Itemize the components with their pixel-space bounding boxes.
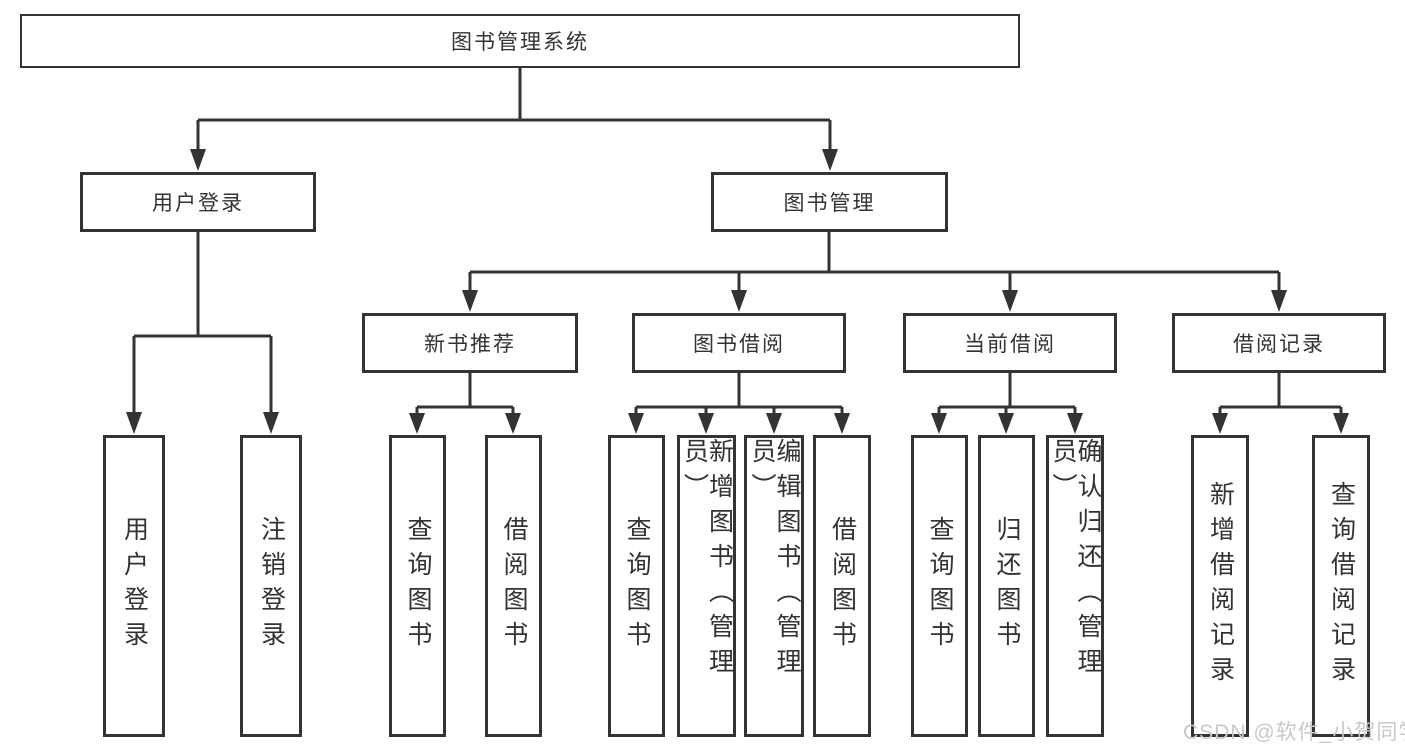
node-leaf-borrow-books-2: 借阅图书 — [813, 435, 871, 737]
node-label: 新增借阅记录 — [1206, 481, 1235, 691]
arrowhead — [126, 412, 142, 434]
arrowhead — [1333, 413, 1349, 434]
arrowhead — [505, 413, 521, 434]
node-label: 用户登录 — [152, 192, 244, 215]
node-leaf-add-borrow-record: 新增借阅记录 — [1191, 435, 1249, 737]
node-leaf-edit-books-admin: 编辑图书（管理员） — [744, 435, 804, 737]
node-leaf-return-books: 归还图书 — [978, 435, 1035, 737]
node-label: 借阅图书 — [500, 516, 528, 656]
node-label: 注销登录 — [257, 516, 286, 656]
arrowhead — [834, 413, 850, 434]
node-label: 用户登录 — [120, 516, 149, 656]
csdn-watermark: CSDN @软件_小贺同学 — [1183, 721, 1405, 744]
node-leaf-query-books-3: 查询图书 — [911, 435, 968, 737]
arrowhead — [1067, 413, 1083, 434]
node-label: 借阅图书 — [828, 516, 857, 656]
node-leaf-logout: 注销登录 — [240, 435, 302, 737]
node-label: 借阅记录 — [1233, 333, 1325, 356]
node-label: 确认归还（管理员） — [1049, 438, 1102, 683]
arrowhead — [628, 413, 644, 434]
node-label: 查询借阅记录 — [1327, 481, 1356, 691]
arrowhead — [698, 413, 714, 434]
node-book-management: 图书管理 — [711, 172, 948, 232]
node-leaf-query-books-1: 查询图书 — [389, 435, 446, 737]
node-label: 查询图书 — [926, 516, 954, 656]
arrowhead — [931, 413, 947, 434]
arrowhead — [998, 413, 1014, 434]
node-leaf-borrow-books-1: 借阅图书 — [485, 435, 542, 737]
node-borrow-records: 借阅记录 — [1172, 313, 1386, 373]
node-root-library-system: 图书管理系统 — [20, 14, 1020, 68]
arrowhead — [731, 290, 747, 312]
edges-user-login-children — [126, 232, 279, 434]
arrowhead — [462, 290, 478, 312]
node-label: 图书借阅 — [693, 333, 785, 356]
arrowhead — [409, 413, 425, 434]
edges-current-borrow-children — [931, 373, 1083, 434]
node-label: 图书管理系统 — [451, 31, 589, 54]
node-label: 查询图书 — [623, 516, 651, 656]
node-book-borrow: 图书借阅 — [632, 313, 846, 373]
node-label: 新书推荐 — [424, 333, 516, 356]
edges-new-book-recommend-children — [409, 373, 521, 434]
node-leaf-query-books-2: 查询图书 — [608, 435, 665, 737]
node-leaf-query-borrow-record: 查询借阅记录 — [1312, 435, 1370, 737]
node-leaf-add-books-admin: 新增图书（管理员） — [677, 435, 736, 737]
arrowhead — [1002, 290, 1018, 312]
node-label: 查询图书 — [404, 516, 432, 656]
node-user-login: 用户登录 — [80, 172, 316, 232]
arrowhead — [766, 413, 782, 434]
node-label: 新增图书（管理员） — [680, 438, 734, 683]
arrowhead — [190, 149, 206, 171]
arrowhead — [1271, 290, 1287, 312]
arrowhead — [822, 149, 838, 171]
node-label: 编辑图书（管理员） — [748, 438, 801, 683]
edges-book-borrow-children — [628, 373, 850, 434]
edges-book-management-children — [462, 232, 1287, 312]
node-label: 图书管理 — [783, 192, 876, 215]
node-leaf-confirm-return-admin: 确认归还（管理员） — [1046, 435, 1104, 737]
node-leaf-user-login: 用户登录 — [103, 435, 165, 737]
edges-root-to-level2 — [190, 68, 838, 171]
node-new-book-recommend: 新书推荐 — [362, 313, 578, 373]
arrowhead — [1212, 413, 1228, 434]
edges-borrow-records-children — [1212, 373, 1349, 434]
node-label: 归还图书 — [993, 516, 1021, 656]
node-label: 当前借阅 — [964, 333, 1056, 356]
node-current-borrow: 当前借阅 — [903, 313, 1117, 373]
arrowhead — [263, 412, 279, 434]
